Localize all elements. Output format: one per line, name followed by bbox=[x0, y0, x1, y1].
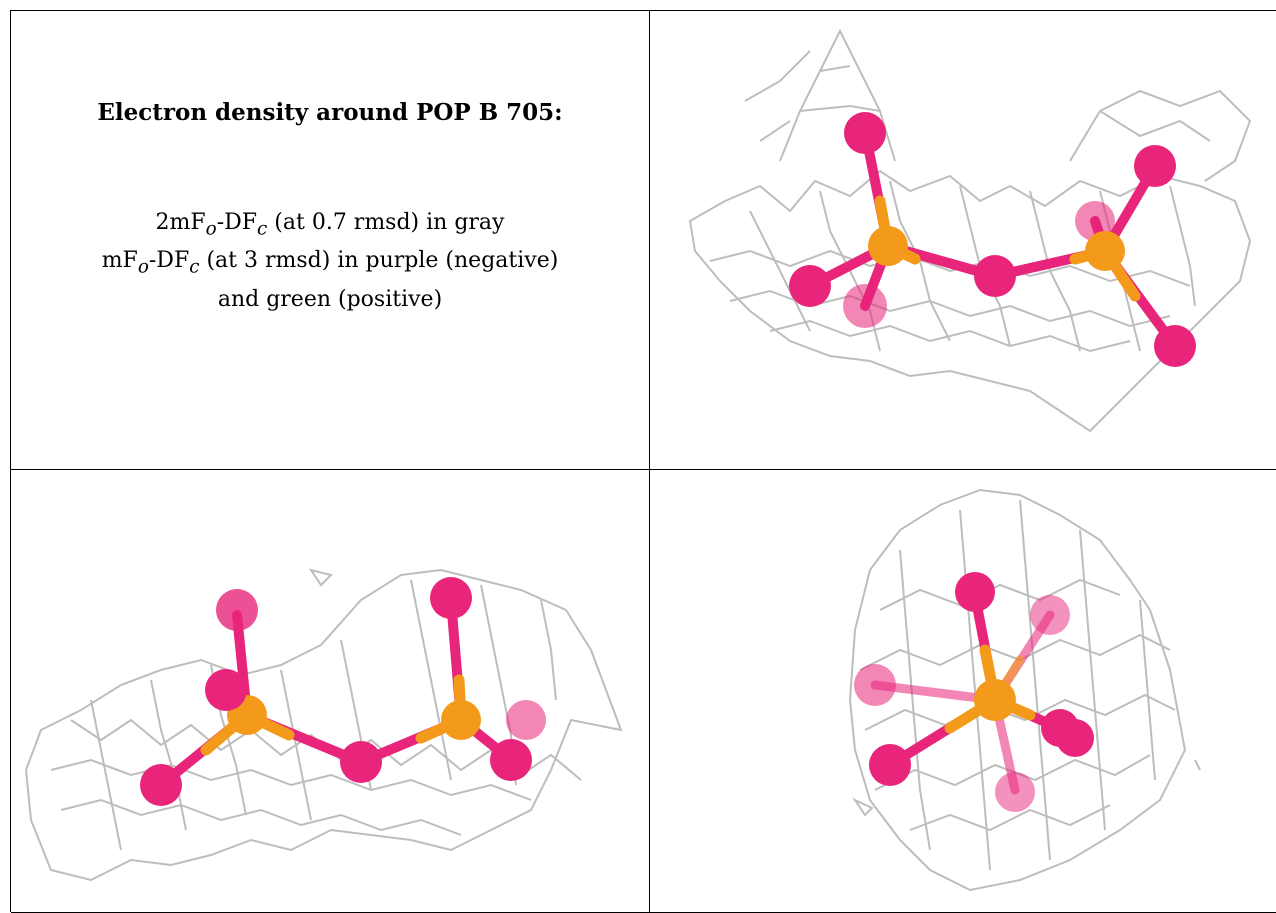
legend-line-colors: and green (positive) bbox=[217, 286, 443, 312]
figure-legend: 2mFo-DFc (at 0.7 rmsd) in gray mFo-DFc (… bbox=[11, 207, 649, 316]
atoms bbox=[140, 577, 546, 806]
caption-panel: Electron density around POP B 705: 2mFo-… bbox=[11, 11, 650, 470]
view-bottom-left bbox=[11, 470, 650, 913]
density-render-front bbox=[688, 28, 1252, 433]
figure-grid: Electron density around POP B 705: 2mFo-… bbox=[10, 10, 1276, 913]
view-bottom-right bbox=[650, 470, 1276, 913]
atoms bbox=[854, 572, 1094, 812]
legend-line-2fofc: 2mFo-DFc (at 0.7 rmsd) in gray bbox=[155, 210, 505, 240]
density-mesh bbox=[848, 488, 1201, 892]
figure-heading: Electron density around POP B 705: bbox=[97, 99, 563, 126]
density-mesh bbox=[688, 28, 1252, 433]
density-render-side bbox=[24, 568, 623, 882]
atoms bbox=[789, 112, 1196, 367]
view-top-right bbox=[650, 11, 1276, 470]
density-render-end bbox=[848, 488, 1201, 892]
legend-line-fofc: mFo-DFc (at 3 rmsd) in purple (negative) bbox=[101, 248, 559, 278]
